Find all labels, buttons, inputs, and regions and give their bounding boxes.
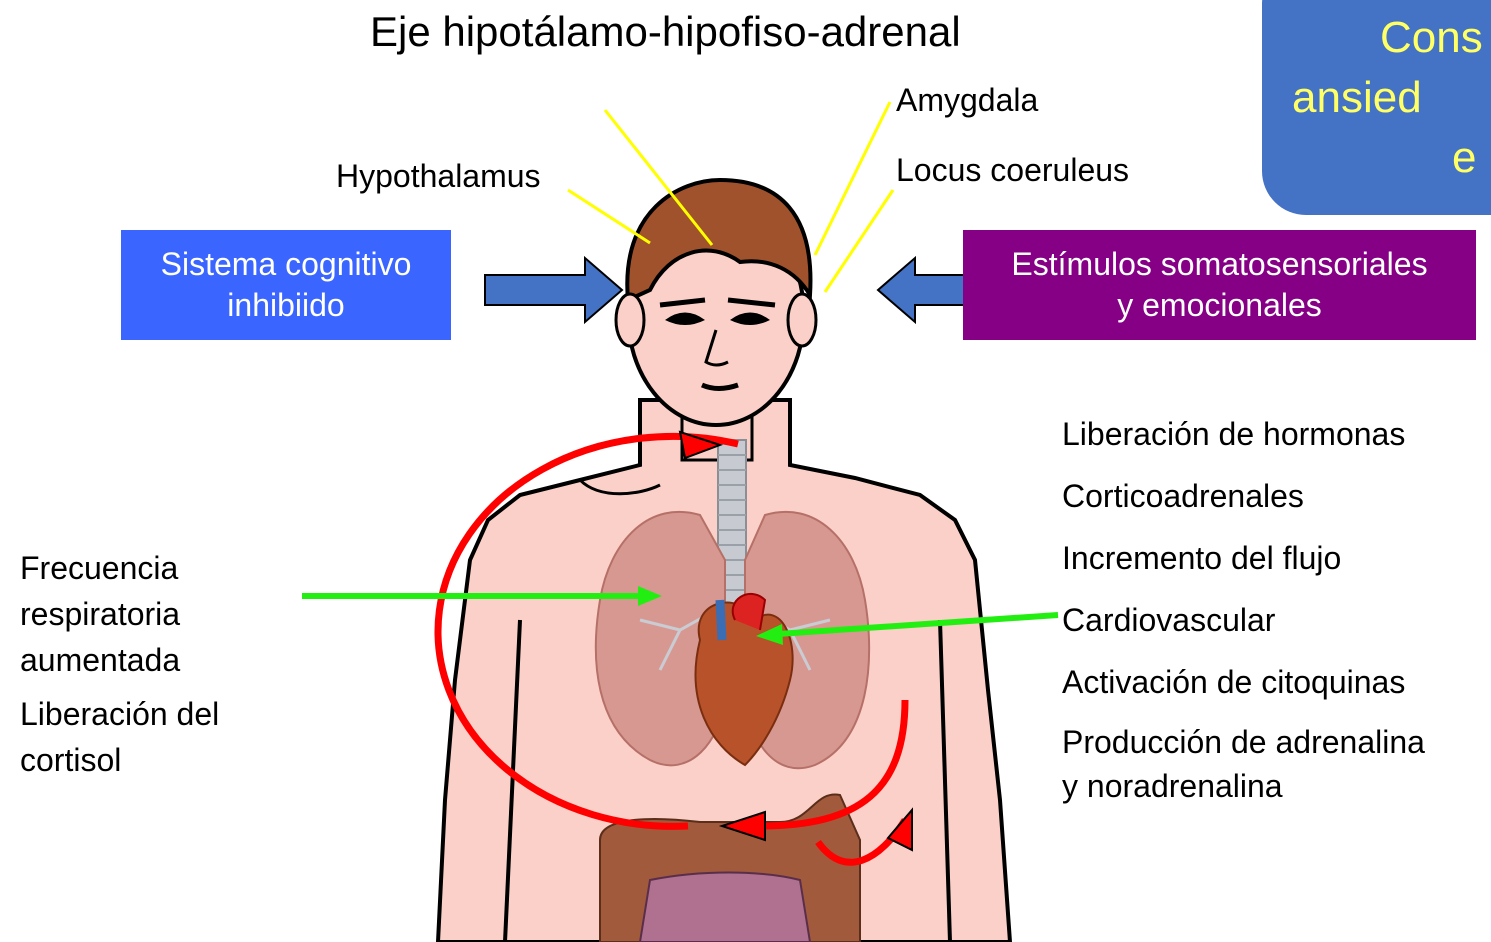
callout-box: Cons ansied e xyxy=(1262,0,1491,215)
amygdala-pointer xyxy=(815,102,890,255)
stimuli-box: Estímulos somatosensoriales y emocionale… xyxy=(963,230,1476,340)
left-effect-line: Liberación del xyxy=(20,691,219,737)
left-ear xyxy=(616,294,644,346)
cognitive-system-line2: inhibiido xyxy=(227,285,344,326)
left-effect-line: cortisol xyxy=(20,737,219,783)
effect-item: Activación de citoquinas xyxy=(1062,658,1425,720)
cognitive-system-line1: Sistema cognitivo xyxy=(161,244,412,285)
left-effect-line: Frecuencia xyxy=(20,545,219,591)
effect-item: Cardiovascular xyxy=(1062,596,1425,658)
small-intestine xyxy=(640,873,810,942)
hypothalamus-pointer xyxy=(568,190,650,243)
diagram-title: Eje hipotálamo-hipofiso-adrenal xyxy=(370,8,961,56)
label-locus-coeruleus: Locus coeruleus xyxy=(896,152,1129,189)
label-amygdala: Amygdala xyxy=(896,82,1038,119)
left-input-arrow xyxy=(485,258,622,322)
right-ear xyxy=(788,294,816,346)
effect-item: y noradrenalina xyxy=(1062,764,1425,808)
effects-list-right: Liberación de hormonas Corticoadrenales … xyxy=(1062,410,1425,808)
effects-list-left: Frecuencia respiratoria aumentada Libera… xyxy=(20,545,219,783)
effect-item: Corticoadrenales xyxy=(1062,472,1425,534)
effect-item: Liberación de hormonas xyxy=(1062,410,1425,472)
left-effect-line: respiratoria xyxy=(20,591,219,637)
vena-cava xyxy=(720,600,722,640)
callout-line1: Cons xyxy=(1380,8,1483,68)
effect-item: Producción de adrenalina xyxy=(1062,720,1425,764)
label-hypothalamus: Hypothalamus xyxy=(336,158,541,195)
locus-pointer xyxy=(825,190,893,292)
callout-line3: e xyxy=(1452,128,1476,188)
cognitive-system-box: Sistema cognitivo inhibiido xyxy=(121,230,451,340)
effect-item: Incremento del flujo xyxy=(1062,534,1425,596)
left-effect-line: aumentada xyxy=(20,637,219,683)
stimuli-line2: y emocionales xyxy=(1117,285,1322,326)
stimuli-line1: Estímulos somatosensoriales xyxy=(1011,244,1427,285)
callout-line2: ansied xyxy=(1292,68,1422,128)
